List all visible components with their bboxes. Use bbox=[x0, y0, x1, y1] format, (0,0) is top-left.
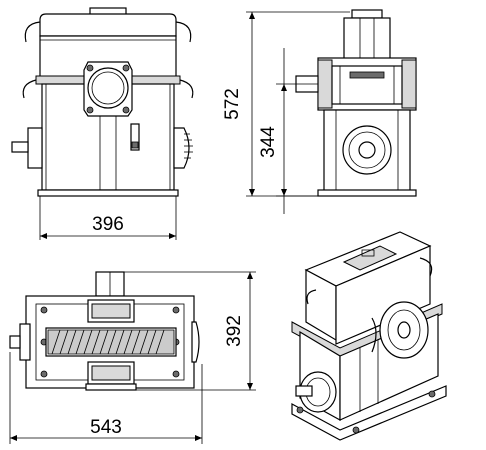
dimension-length: 543 bbox=[9, 352, 203, 444]
dimension-depth-label: 392 bbox=[224, 315, 245, 347]
front-view bbox=[11, 7, 194, 197]
isometric-view bbox=[291, 231, 447, 441]
dimension-depth: 392 bbox=[124, 271, 256, 391]
dimension-height-shaft-label: 344 bbox=[258, 126, 279, 158]
dimension-width: 396 bbox=[39, 196, 177, 240]
dimension-width-label: 396 bbox=[92, 214, 124, 235]
dimension-height-shaft: 344 bbox=[258, 48, 318, 214]
top-view bbox=[9, 271, 200, 391]
dimension-length-label: 543 bbox=[90, 417, 122, 438]
dimension-height-total-label: 572 bbox=[222, 88, 243, 120]
side-view bbox=[295, 9, 417, 197]
